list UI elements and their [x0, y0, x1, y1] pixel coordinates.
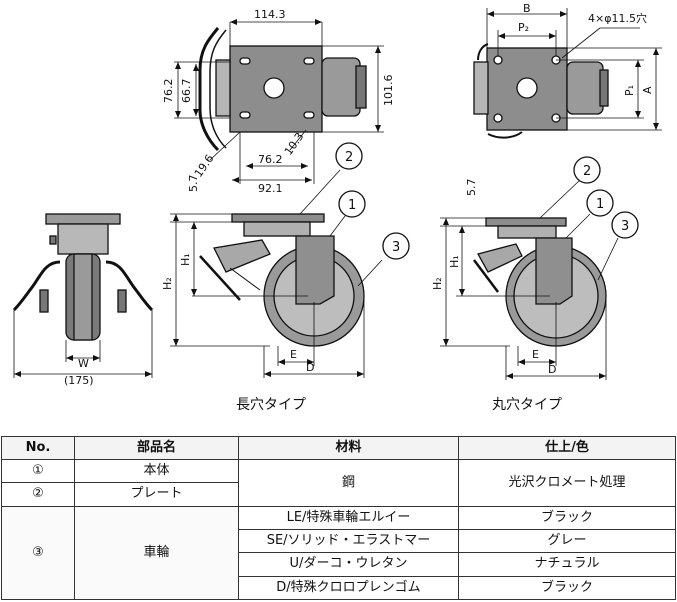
dim-H1-right: H₁: [448, 255, 461, 268]
dim-holes: 4×φ11.5穴: [588, 11, 647, 25]
dim-D-right: D: [548, 363, 556, 376]
dim-A: A: [641, 86, 654, 94]
balloon-2-left: 2: [345, 150, 353, 165]
round-type-top-view: [473, 8, 662, 139]
table-row: SE/ソリッド・エラストマー グレー: [2, 528, 676, 554]
cell-part: 車輪: [74, 505, 239, 601]
caption-round-type: 丸穴タイプ: [492, 397, 562, 413]
dim-D-left: D: [306, 361, 314, 374]
balloon-3-right: 3: [621, 219, 629, 234]
table-row: ② プレート: [1, 482, 676, 507]
technical-drawing: 114.3 76.2 66.7 101.6 76.2 92.1 19.6 10.…: [12, 2, 662, 413]
dim-E-left: E: [290, 348, 297, 361]
header-finish: 仕上/色: [458, 436, 676, 460]
slot-type-side-view: [170, 142, 410, 378]
dim-114-3: 114.3: [254, 8, 286, 21]
cell-part: プレート: [74, 482, 239, 507]
cell-no: ①: [1, 458, 75, 484]
balloon-3-left: 3: [392, 240, 400, 255]
table-row: U/ダーコ・ウレタン ナチュラル: [2, 552, 676, 577]
dim-76-2-vertical: 76.2: [162, 79, 175, 104]
header-material: 材料: [238, 436, 459, 460]
balloon-1-left: 1: [348, 198, 356, 213]
table-row: D/特殊クロロプレンゴム ブラック: [2, 575, 676, 601]
table-row: ③ 車輪 LE/特殊車輪エルイー ブラック: [1, 505, 676, 601]
round-type-side-view: [440, 156, 639, 380]
cell-finish: ブラック: [458, 505, 676, 530]
table-header-row: No. 部品名 材料 仕上/色: [1, 436, 676, 460]
dim-66-7: 66.7: [180, 79, 193, 104]
dim-B: B: [523, 2, 531, 15]
cell-no: ②: [1, 482, 75, 507]
dim-E-right: E: [532, 348, 539, 361]
dim-5-7-left: 5.7: [187, 175, 200, 193]
parts-spec-table: No. 部品名 材料 仕上/色 ① 本体 鋼 光沢クロメート処理 ② プレート …: [1, 436, 676, 601]
header-part-name: 部品名: [74, 436, 239, 460]
cell-material: 鋼: [238, 459, 459, 507]
dim-92-1: 92.1: [258, 182, 283, 195]
dim-P2: P₂: [518, 21, 529, 34]
cell-finish: 光沢クロメート処理: [458, 459, 676, 507]
cell-material: U/ダーコ・ウレタン: [238, 552, 459, 577]
dim-5-7-right: 5.7: [465, 179, 478, 197]
cell-finish: ブラック: [458, 575, 676, 601]
header-no: No.: [1, 436, 75, 460]
dim-76-2-bottom: 76.2: [258, 153, 283, 166]
dim-W: W: [78, 357, 89, 370]
cell-finish: ナチュラル: [458, 552, 676, 577]
dim-H1-left: H₁: [179, 253, 192, 266]
dim-175: (175): [64, 374, 94, 387]
cell-no: ③: [1, 505, 75, 601]
cell-material: LE/特殊車輪エルイー: [238, 505, 459, 530]
table-row: ① 本体 鋼 光沢クロメート処理: [1, 458, 676, 507]
slot-type-top-view: [174, 19, 384, 184]
caption-slot-type: 長穴タイプ: [236, 397, 306, 413]
caster-drawing-svg: 114.3 76.2 66.7 101.6 76.2 92.1 19.6 10.…: [12, 2, 662, 413]
balloon-1-right: 1: [596, 197, 604, 212]
cell-material: SE/ソリッド・エラストマー: [238, 528, 459, 554]
dim-H2-left: H₂: [161, 277, 174, 290]
balloon-2-right: 2: [583, 164, 591, 179]
cell-part: 本体: [74, 458, 239, 484]
front-view: [12, 213, 154, 378]
dim-P1: P₁: [623, 85, 636, 96]
dim-H2-right: H₂: [431, 277, 444, 290]
cell-material: D/特殊クロロプレンゴム: [238, 575, 459, 601]
dim-101-6: 101.6: [382, 75, 395, 107]
cell-finish: グレー: [458, 528, 676, 554]
